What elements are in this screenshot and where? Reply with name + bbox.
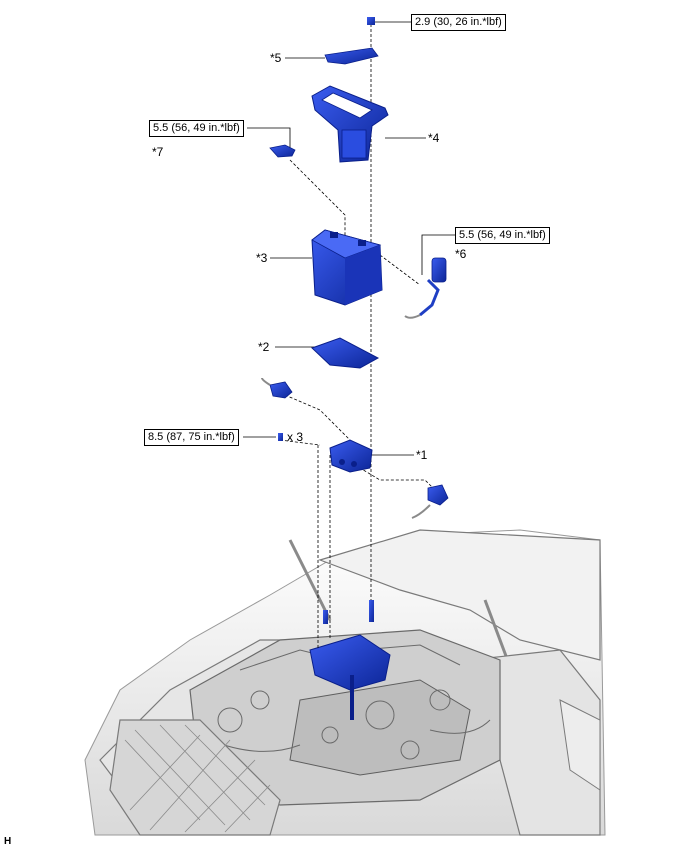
callout-1: *1 (416, 448, 428, 462)
bolts-in-car (323, 600, 374, 624)
part-3-battery (311, 229, 383, 306)
torque-spec-terminal-7: 5.5 (56, 49 in.*lbf) (149, 120, 244, 137)
quantity-label: x 3 (287, 430, 304, 444)
part-2-tray-insulator (311, 337, 380, 369)
part-1-fuse-block (329, 439, 373, 473)
connector-left (261, 377, 293, 399)
part-5-clamp (324, 47, 379, 65)
callout-2: *2 (258, 340, 270, 354)
figure-reference: H (4, 836, 12, 847)
bolt-t1 (367, 17, 375, 25)
callout-5: *5 (270, 51, 282, 65)
torque-spec-bolt-top: 2.9 (30, 26 in.*lbf) (411, 14, 506, 31)
callout-leader-lines (243, 21, 455, 456)
connector-right (411, 484, 449, 519)
callout-6: *6 (455, 247, 467, 261)
part-7-terminal (269, 144, 296, 158)
callout-4: *4 (428, 131, 440, 145)
bolt-t4 (278, 433, 283, 441)
torque-spec-terminal-6: 5.5 (56, 49 in.*lbf) (455, 227, 550, 244)
part-6-terminal-cable (404, 257, 447, 319)
vehicle-engine-bay (84, 529, 606, 836)
torque-spec-bolt-x3: 8.5 (87, 75 in.*lbf) (144, 429, 239, 446)
part-4-battery-clamp-frame (311, 85, 389, 163)
callout-3: *3 (256, 251, 268, 265)
callout-7: *7 (152, 145, 164, 159)
assembly-guide-lines (279, 24, 436, 650)
